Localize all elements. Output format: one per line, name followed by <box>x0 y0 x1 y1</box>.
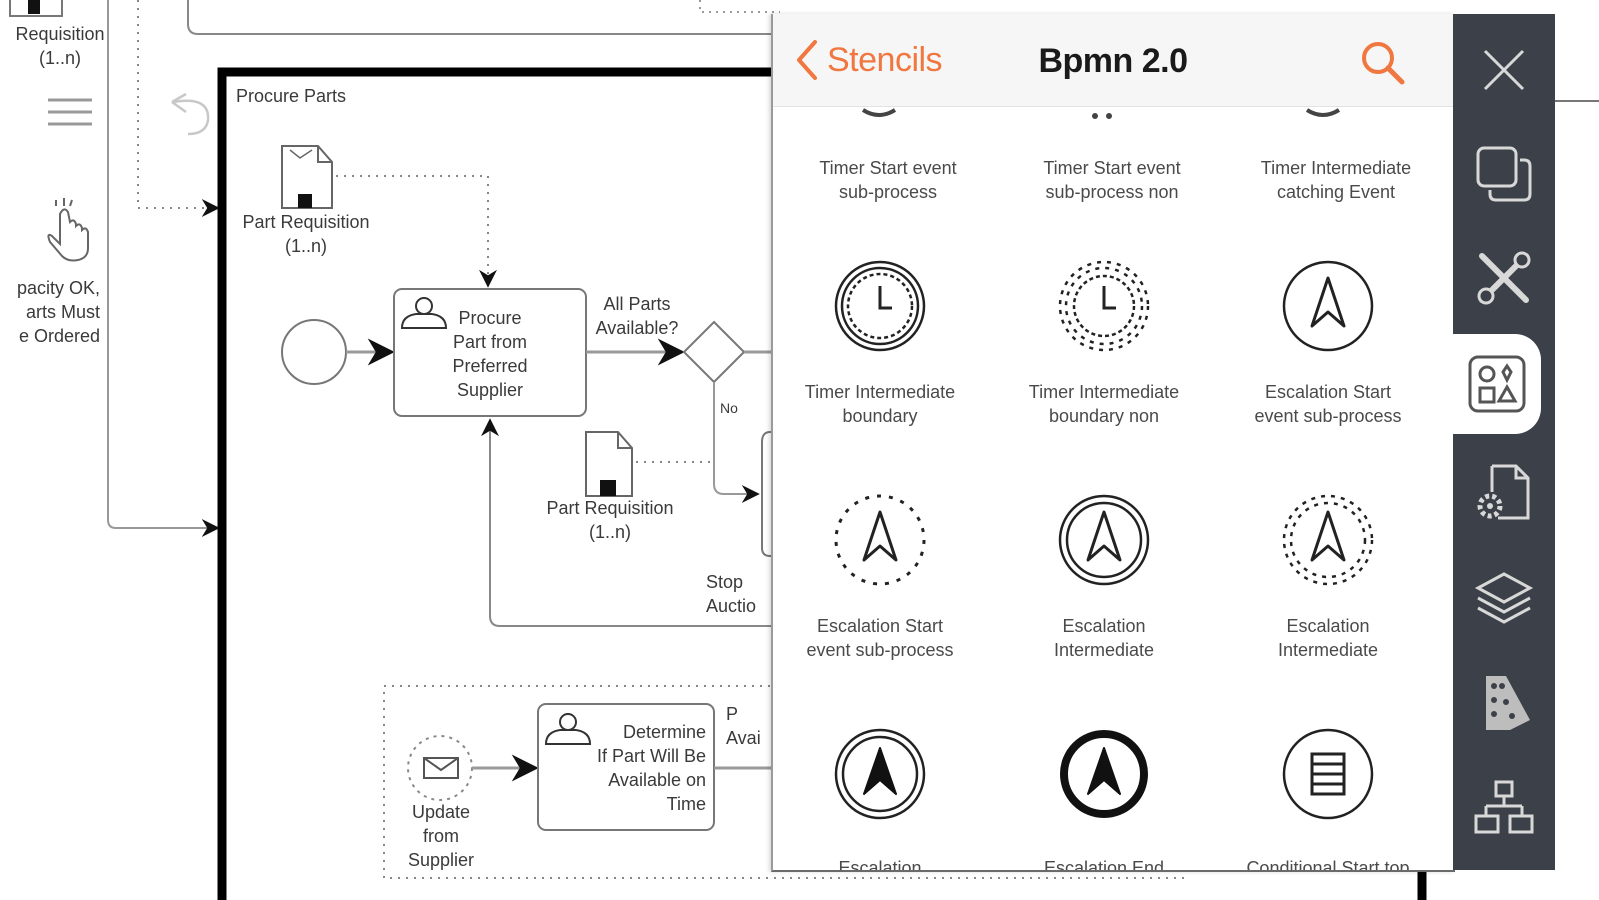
data-object-label-2: Part Requisition (1..n) <box>546 498 674 542</box>
stencil-label: Escalation End <box>1043 858 1165 872</box>
hierarchy-icon <box>1474 780 1534 834</box>
no-label: No <box>720 400 738 416</box>
stencil-item[interactable]: Escalation Start event sub-process <box>773 490 991 662</box>
timer-intermediate-boundary-non-interrupting-icon <box>1058 260 1150 352</box>
escalation-throwing-icon <box>834 728 926 820</box>
exclusive-gateway[interactable] <box>682 320 746 384</box>
escalation-end-icon <box>1060 730 1148 818</box>
color-palette-icon <box>1486 676 1530 730</box>
user-task-icon <box>400 297 448 329</box>
shapes-button[interactable] <box>1453 334 1541 434</box>
stencil-item[interactable]: Timer Start event sub-process non <box>1001 156 1223 204</box>
stencil-item[interactable]: Escalation Intermediate <box>1217 490 1439 662</box>
data-object-part-requisition-1[interactable] <box>281 145 333 209</box>
stencil-item[interactable]: Escalation End <box>993 724 1215 872</box>
document-settings-icon <box>1477 464 1530 520</box>
task-stop-auction-label: Stop Auctio <box>706 572 757 616</box>
document-settings-button[interactable] <box>1453 442 1555 542</box>
shapes-icon <box>1468 355 1526 413</box>
layers-button[interactable] <box>1453 548 1555 648</box>
message-event-label: Update from Supplier <box>407 802 475 870</box>
sequence-flow-loop-back[interactable] <box>481 418 780 627</box>
sequence-flow-no[interactable] <box>713 382 760 503</box>
stencil-item[interactable]: Escalation <box>773 724 991 872</box>
stencil-label: Escalation Intermediate <box>1277 616 1379 660</box>
conditional-start-icon <box>1282 728 1374 820</box>
layers-icon <box>1474 572 1534 624</box>
stencil-grid[interactable]: Timer Start event sub-process Timer Star… <box>773 106 1455 870</box>
close-icon <box>1483 49 1525 91</box>
panel-header: Stencils Bpmn 2.0 <box>773 14 1455 107</box>
hierarchy-button[interactable] <box>1453 758 1555 858</box>
task-procure-part-label: Procure Part from Preferred Supplier <box>452 308 528 400</box>
start-event[interactable] <box>281 319 347 385</box>
stencil-item[interactable]: Conditional Start top <box>1217 724 1439 872</box>
undo-icon[interactable] <box>171 92 210 136</box>
task-determine-label: Determine If Part Will Be Available on T… <box>596 722 706 814</box>
stencil-label: Escalation Intermediate <box>1053 616 1155 660</box>
stencil-item[interactable]: Escalation Intermediate <box>993 490 1215 662</box>
right-edge-strip <box>1555 0 1599 900</box>
timer-intermediate-boundary-icon <box>834 260 926 352</box>
condition-label: pacity OK, arts Must e Ordered <box>16 278 100 346</box>
stencil-item[interactable]: Timer Intermediate catching Event <box>1225 156 1447 204</box>
sequence-flow-left[interactable] <box>107 519 220 537</box>
data-object-label-1: Part Requisition (1..n) <box>242 212 370 256</box>
tools-icon <box>1477 251 1531 305</box>
search-button[interactable] <box>1358 38 1408 88</box>
stencil-item[interactable]: Timer Intermediate boundary non <box>993 256 1215 428</box>
pool-title: Procure Parts <box>236 86 347 106</box>
tools-button[interactable] <box>1453 228 1555 328</box>
stencil-label: Escalation Start event sub-process <box>1254 382 1402 426</box>
association-top[interactable] <box>137 0 220 217</box>
right-edge-line <box>1555 100 1599 102</box>
duplicate-button[interactable] <box>1453 124 1555 224</box>
gateway-label: All Parts Available? <box>595 294 679 338</box>
chevron-left-icon <box>797 40 817 80</box>
hand-pointer-icon <box>47 198 89 262</box>
user-task-icon <box>544 713 592 745</box>
flow-label-partial: P Avai <box>726 704 761 748</box>
stencil-label: Escalation <box>838 858 922 872</box>
stencil-item[interactable]: Timer Start event sub-process <box>777 156 999 204</box>
stencils-panel: Stencils Bpmn 2.0 Timer Start event sub-… <box>771 14 1455 872</box>
stencil-item[interactable]: Timer Intermediate boundary <box>773 256 991 428</box>
panel-title: Bpmn 2.0 <box>1038 42 1188 80</box>
stencil-label: Conditional Start top <box>1246 858 1410 872</box>
stencil-label: Escalation Start event sub-process <box>806 616 954 660</box>
association-data-to-task[interactable] <box>336 175 497 288</box>
stencil-item[interactable]: Escalation Start event sub-process <box>1217 256 1439 428</box>
stencil-label: Timer Intermediate boundary <box>804 382 956 426</box>
task-stop-auction-partial[interactable] <box>761 431 780 557</box>
hamburger-menu-icon[interactable] <box>48 98 92 126</box>
stencil-label: Timer Start event sub-process <box>819 158 957 202</box>
message-start-event[interactable] <box>407 735 473 801</box>
stencil-label: Timer Start event sub-process non <box>1043 158 1181 202</box>
search-icon <box>1362 42 1405 85</box>
stencil-label: Timer Intermediate boundary non <box>1028 382 1180 426</box>
scrolled-row-remnants <box>861 108 1341 119</box>
data-object-label-top: Requisition (1..n) <box>15 24 105 68</box>
close-button[interactable] <box>1453 20 1555 120</box>
escalation-start-event-subprocess-icon <box>1282 260 1374 352</box>
stencil-label: Timer Intermediate catching Event <box>1260 158 1412 202</box>
escalation-intermediate-non-interrupting-icon <box>1282 494 1374 586</box>
back-label: Stencils <box>827 40 943 79</box>
escalation-start-event-subprocess-non-interrupting-icon <box>834 494 926 586</box>
data-object-partial[interactable] <box>9 0 63 17</box>
escalation-intermediate-icon <box>1058 494 1150 586</box>
task-top-partial[interactable] <box>187 0 780 35</box>
data-object-part-requisition-2[interactable] <box>585 431 633 497</box>
color-palette-button[interactable] <box>1453 652 1555 752</box>
duplicate-icon <box>1476 146 1532 202</box>
back-to-stencils-button[interactable]: Stencils <box>795 40 943 80</box>
right-toolbar <box>1453 14 1555 870</box>
